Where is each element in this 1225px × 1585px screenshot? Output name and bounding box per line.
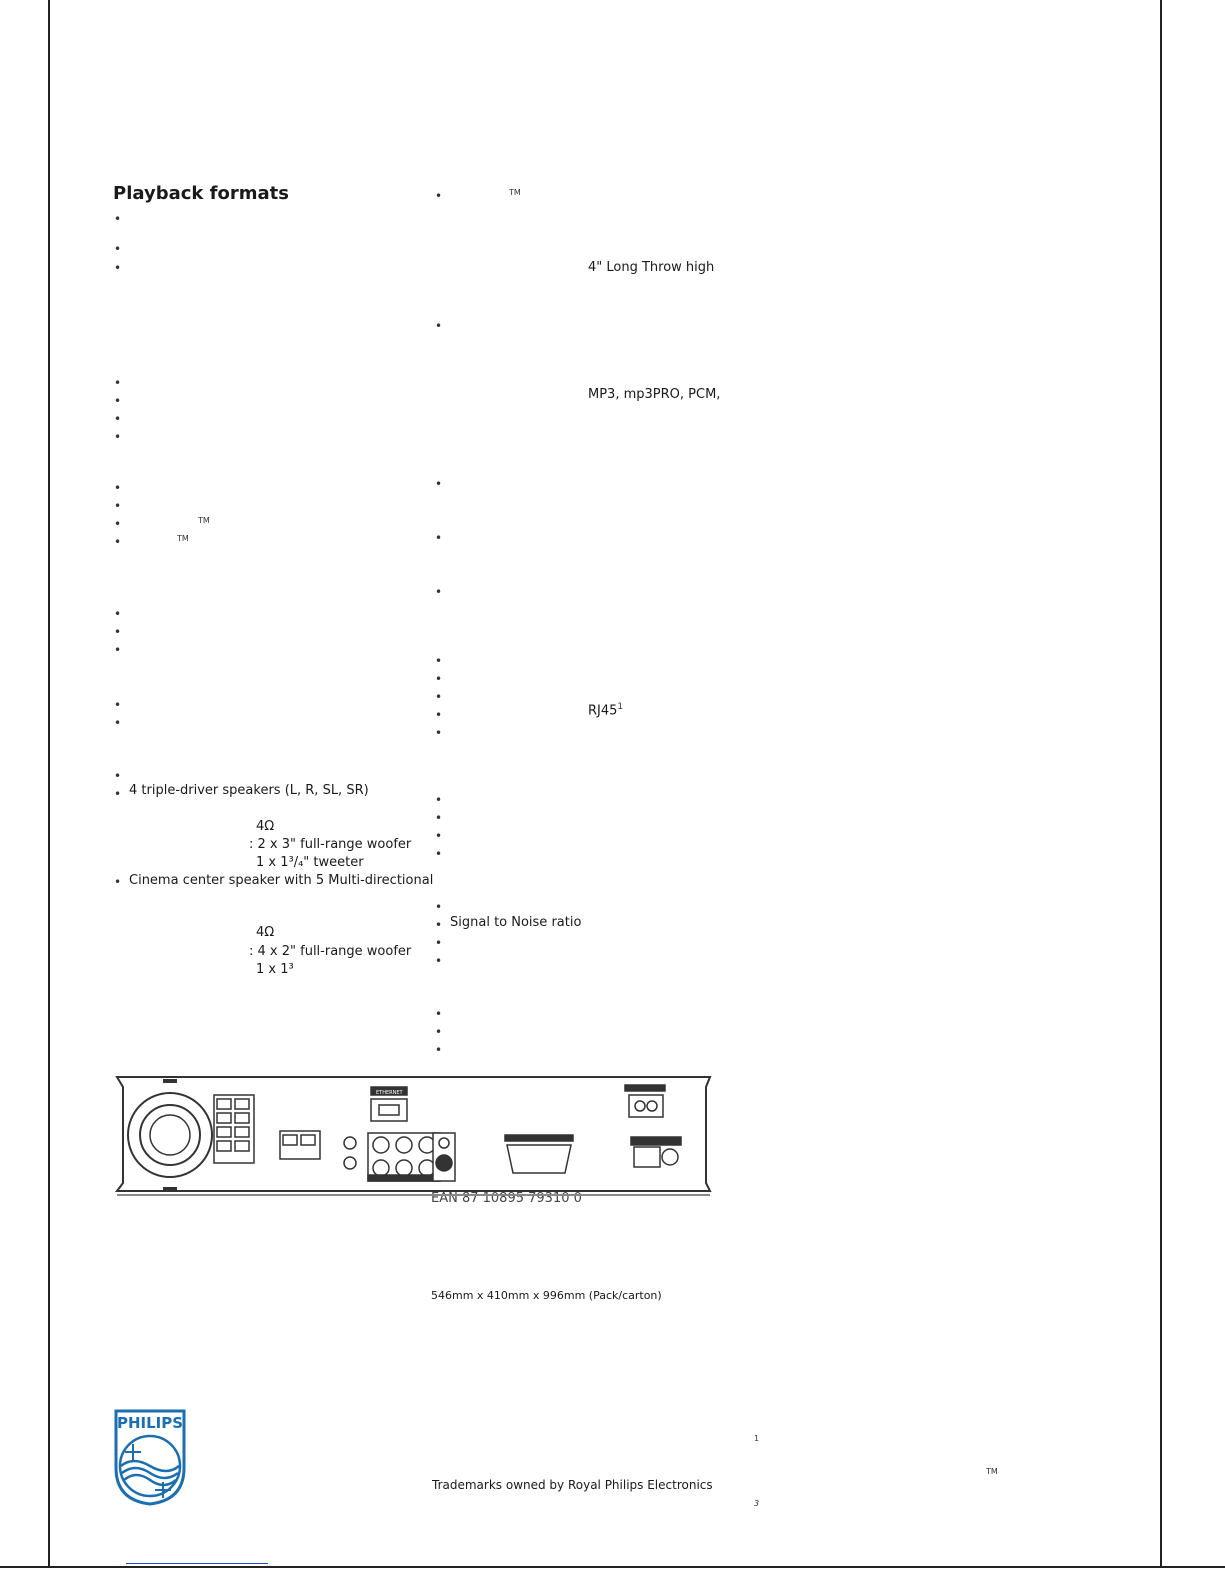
bullet-marker: • (114, 875, 122, 889)
rear-panel-svg: ETHERNET (115, 1076, 712, 1196)
bullet-marker: • (435, 954, 443, 968)
bullet-marker: • (114, 212, 122, 226)
bullet-marker: • (114, 430, 122, 444)
tweeter-2: 1 x 1³ (256, 962, 294, 977)
bullet-marker: • (114, 412, 122, 426)
bullet-marker: • (114, 517, 122, 531)
bullet-marker: • (114, 625, 122, 639)
trademark-mark: TM (509, 188, 521, 197)
philips-shield-icon (114, 1409, 186, 1506)
rj45-text: RJ451 (588, 702, 624, 719)
svg-text:ETHERNET: ETHERNET (376, 1090, 404, 1096)
bullet-marker: • (114, 769, 122, 783)
bullet-marker: • (114, 698, 122, 712)
bullet-marker: • (114, 499, 122, 513)
bullet-marker: • (435, 1025, 443, 1039)
rear-panel-diagram: ETHERNET (113, 1073, 714, 1199)
bullet-marker: • (435, 918, 443, 932)
speaker-terminals (213, 1094, 321, 1164)
speakers-line: 4 triple-driver speakers (L, R, SL, SR) (129, 783, 369, 798)
bullet-marker: • (114, 242, 122, 256)
impedance-2: 4Ω (256, 925, 275, 940)
impedance-1: 4Ω (256, 819, 275, 834)
ethernet-port-icon (370, 1086, 408, 1122)
scart-port-icon (504, 1134, 574, 1174)
bullet-marker: • (114, 643, 122, 657)
bullet-marker: • (114, 787, 122, 801)
bullet-marker: • (435, 708, 443, 722)
woofer-2: : 4 x 2" full-range woofer (249, 944, 412, 959)
bullet-marker: • (114, 607, 122, 621)
tweeter-1: 1 x 1³/₄" tweeter (256, 855, 364, 870)
bullet-marker: • (435, 900, 443, 914)
bullet-marker: • (114, 716, 122, 730)
pack-dimensions: 546mm x 410mm x 996mm (Pack/carton) (431, 1289, 662, 1302)
formats-text: MP3, mp3PRO, PCM, (588, 387, 721, 402)
trademarks-note: Trademarks owned by Royal Philips Electr… (432, 1478, 713, 1492)
page-border-right (1160, 0, 1162, 1568)
bullet-marker: • (435, 672, 443, 686)
bullet-marker: • (435, 1043, 443, 1057)
bullet-marker: • (114, 394, 122, 408)
philips-logo: PHILIPS (113, 1408, 187, 1506)
bullet-marker: • (114, 535, 122, 549)
page-border-left (48, 0, 50, 1568)
bullet-marker: • (435, 847, 443, 861)
bullet-marker: • (435, 531, 443, 545)
bullet-marker: • (435, 477, 443, 491)
audio-rca-jacks (343, 1132, 456, 1182)
footnote-3: 3 (754, 1499, 760, 1508)
bullet-marker: • (435, 936, 443, 950)
bullet-marker: • (435, 690, 443, 704)
trademark-mark: TM (177, 534, 189, 543)
page-border-bottom (0, 1566, 1225, 1568)
antenna-port-icon (630, 1136, 682, 1168)
bullet-marker: • (435, 726, 443, 740)
bullet-marker: • (435, 1007, 443, 1021)
power-socket-icon (624, 1084, 666, 1118)
bullet-marker: • (114, 261, 122, 275)
center-speaker-line: Cinema center speaker with 5 Multi-direc… (129, 873, 434, 888)
bullet-marker: • (114, 376, 122, 390)
woofer-1: : 2 x 3" full-range woofer (249, 837, 412, 852)
trademark-mark: TM (986, 1467, 998, 1476)
logo-wordmark: PHILIPS (117, 1414, 184, 1432)
trademark-mark: TM (198, 516, 210, 525)
long-throw-text: 4" Long Throw high (588, 260, 715, 275)
bullet-marker: • (435, 793, 443, 807)
bullet-marker: • (114, 481, 122, 495)
footer-link-underline[interactable] (126, 1563, 268, 1564)
bullet-marker: • (435, 585, 443, 599)
fan-vent-icon (127, 1079, 213, 1191)
bullet-marker: • (435, 654, 443, 668)
bullet-marker: • (435, 189, 443, 203)
bullet-marker: • (435, 829, 443, 843)
bullet-marker: • (435, 811, 443, 825)
footnote-1: 1 (754, 1434, 760, 1443)
snr-text: Signal to Noise ratio (450, 915, 582, 930)
section-heading: Playback formats (113, 183, 289, 204)
bullet-marker: • (435, 319, 443, 333)
